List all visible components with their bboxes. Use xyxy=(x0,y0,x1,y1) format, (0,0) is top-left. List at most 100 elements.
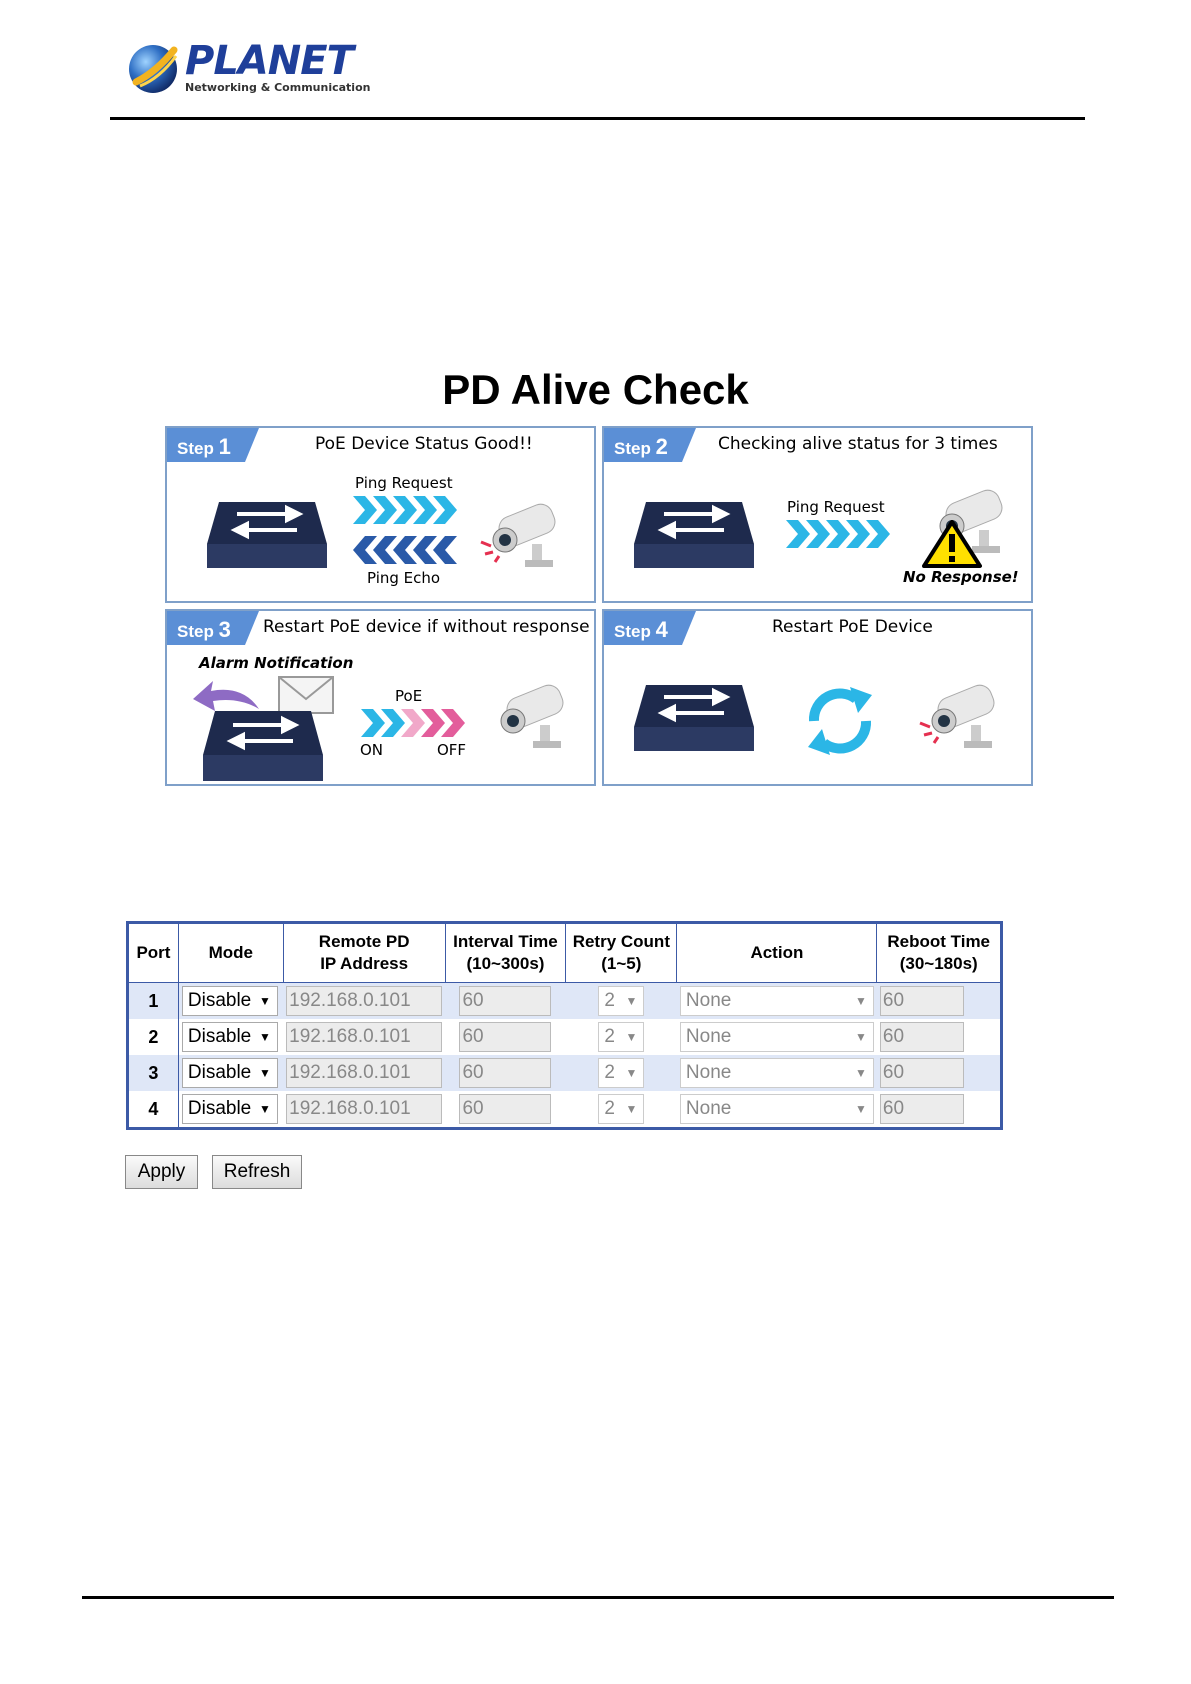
action-select[interactable]: None▼ xyxy=(679,1058,874,1088)
mode-select[interactable]: Disable▼ xyxy=(181,1094,278,1124)
step-tab-shape xyxy=(167,611,259,645)
step-1-tab: Step 1 xyxy=(177,434,231,459)
col-mode: Mode xyxy=(177,922,284,983)
step-2-title: Checking alive status for 3 times xyxy=(718,434,998,454)
port-number: 1 xyxy=(127,982,179,1019)
refresh-button[interactable]: Refresh xyxy=(212,1155,302,1189)
dropdown-arrow-icon: ▼ xyxy=(258,994,271,1008)
ip-camera-icon xyxy=(480,503,556,567)
reboot-time-input[interactable]: 60 xyxy=(879,1022,964,1052)
remote-ip-input[interactable]: 192.168.0.101 xyxy=(286,1058,443,1088)
table-row: 1 Disable▼ 192.168.0.101 60 2▼ None▼ 60 xyxy=(127,982,1002,1019)
table-row: 4 Disable▼ 192.168.0.101 60 2▼ None▼ 60 xyxy=(127,1091,1002,1129)
header-rule xyxy=(110,117,1085,120)
dropdown-arrow-icon: ▼ xyxy=(625,1102,638,1116)
step-2-panel: Step 2 Checking alive status for 3 times… xyxy=(602,426,1033,603)
poe-label: PoE xyxy=(395,687,423,705)
retry-count-select[interactable]: 2▼ xyxy=(598,1022,645,1052)
switch-icon xyxy=(203,711,323,781)
interval-time-input[interactable]: 60 xyxy=(459,1094,552,1124)
remote-ip-input[interactable]: 192.168.0.101 xyxy=(286,1022,443,1052)
planet-logo-globe-icon xyxy=(129,45,178,93)
warning-icon xyxy=(922,520,982,568)
ping-request-label: Ping Request xyxy=(355,474,453,492)
ping-request-label: Ping Request xyxy=(787,498,885,516)
action-select[interactable]: None▼ xyxy=(679,1094,874,1124)
port-number: 4 xyxy=(127,1091,179,1129)
dropdown-arrow-icon: ▼ xyxy=(625,1066,638,1080)
restart-icon xyxy=(808,687,872,755)
reboot-time-input[interactable]: 60 xyxy=(879,1094,964,1124)
table-row: 3 Disable▼ 192.168.0.101 60 2▼ None▼ 60 xyxy=(127,1055,1002,1091)
retry-count-select[interactable]: 2▼ xyxy=(598,1094,645,1124)
reboot-time-input[interactable]: 60 xyxy=(879,986,964,1016)
off-label: OFF xyxy=(437,741,467,759)
step-tab-shape xyxy=(604,428,696,462)
port-number: 3 xyxy=(127,1055,179,1091)
switch-icon xyxy=(207,502,327,568)
notification-arrow-icon xyxy=(193,681,259,711)
dropdown-arrow-icon: ▼ xyxy=(258,1030,271,1044)
col-reboot-time: Reboot Time(30~180s) xyxy=(876,922,1002,983)
ping-request-arrows-icon xyxy=(353,496,457,524)
dropdown-arrow-icon: ▼ xyxy=(258,1066,271,1080)
ip-camera-icon xyxy=(919,684,995,748)
step-tab-shape xyxy=(604,611,696,645)
col-retry-count: Retry Count(1~5) xyxy=(565,922,678,983)
reboot-time-input[interactable]: 60 xyxy=(879,1058,964,1088)
switch-icon xyxy=(634,502,754,568)
remote-ip-input[interactable]: 192.168.0.101 xyxy=(286,1094,443,1124)
apply-button[interactable]: Apply xyxy=(125,1155,198,1189)
dropdown-arrow-icon: ▼ xyxy=(625,1030,638,1044)
col-action: Action xyxy=(676,922,878,983)
step-1-panel: Step 1 PoE Device Status Good!! Ping Req… xyxy=(165,426,596,603)
col-port: Port xyxy=(127,922,179,983)
action-select[interactable]: None▼ xyxy=(679,986,874,1016)
step-1-title: PoE Device Status Good!! xyxy=(315,434,533,454)
brand-tagline: Networking & Communication xyxy=(185,81,371,94)
interval-time-input[interactable]: 60 xyxy=(459,1058,552,1088)
footer-rule xyxy=(82,1596,1114,1599)
interval-time-input[interactable]: 60 xyxy=(459,986,552,1016)
envelope-icon xyxy=(278,676,334,714)
remote-ip-input[interactable]: 192.168.0.101 xyxy=(286,986,443,1016)
step-3-tab: Step 3 xyxy=(177,617,231,642)
step-3-title: Restart PoE device if without response xyxy=(263,617,590,637)
port-number: 2 xyxy=(127,1019,179,1055)
step-2-tab: Step 2 xyxy=(614,434,668,459)
mode-select[interactable]: Disable▼ xyxy=(181,1022,278,1052)
ping-echo-arrows-icon xyxy=(353,536,457,564)
ping-request-arrows-icon xyxy=(786,520,890,548)
dropdown-arrow-icon: ▼ xyxy=(855,1066,867,1080)
mode-select[interactable]: Disable▼ xyxy=(181,986,278,1016)
no-response-label: No Response! xyxy=(903,568,1019,586)
poe-on-off-arrows-icon xyxy=(361,709,465,737)
on-label: ON xyxy=(360,741,384,759)
action-select[interactable]: None▼ xyxy=(679,1022,874,1052)
dropdown-arrow-icon: ▼ xyxy=(258,1102,271,1116)
dropdown-arrow-icon: ▼ xyxy=(855,1102,867,1116)
diagram-title: PD Alive Check xyxy=(442,366,749,413)
step-3-panel: Step 3 Restart PoE device if without res… xyxy=(165,609,596,786)
step-tab-shape xyxy=(167,428,259,462)
ping-echo-label: Ping Echo xyxy=(367,569,441,587)
step-4-title: Restart PoE Device xyxy=(772,617,933,637)
switch-icon xyxy=(634,685,754,751)
step-4-tab: Step 4 xyxy=(614,617,668,642)
mode-select[interactable]: Disable▼ xyxy=(181,1058,278,1088)
interval-time-input[interactable]: 60 xyxy=(459,1022,552,1052)
alarm-notification-label: Alarm Notification xyxy=(199,654,354,672)
retry-count-select[interactable]: 2▼ xyxy=(598,1058,645,1088)
dropdown-arrow-icon: ▼ xyxy=(855,994,867,1008)
col-interval-time: Interval Time(10~300s) xyxy=(444,922,567,983)
ip-camera-icon xyxy=(500,684,564,748)
table-row: 2 Disable▼ 192.168.0.101 60 2▼ None▼ 60 xyxy=(127,1019,1002,1055)
retry-count-select[interactable]: 2▼ xyxy=(598,986,645,1016)
dropdown-arrow-icon: ▼ xyxy=(625,994,638,1008)
brand-name: PLANET xyxy=(185,38,354,84)
step-4-panel: Step 4 Restart PoE Device xyxy=(602,609,1033,786)
dropdown-arrow-icon: ▼ xyxy=(855,1030,867,1044)
